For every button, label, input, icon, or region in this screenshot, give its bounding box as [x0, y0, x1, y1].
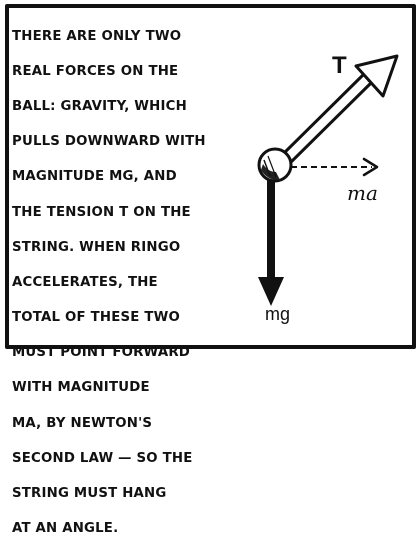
narration-line: SECOND LAW — SO THE	[12, 450, 193, 466]
narration-line: PULLS DOWNWARD WITH	[12, 134, 206, 150]
narration-line: THERE ARE ONLY TWO	[12, 28, 182, 44]
tension-label: T	[332, 52, 347, 79]
narration-line: STRING. WHEN RINGO	[12, 239, 181, 255]
narration-line: MAGNITUDE mg, AND	[12, 169, 177, 185]
narration-line: MUST POINT FORWARD	[12, 345, 190, 361]
narration-line: WITH MAGNITUDE	[12, 380, 150, 396]
narration-line: AT AN ANGLE.	[12, 521, 119, 537]
narration-line: BALL: GRAVITY, WHICH	[12, 98, 187, 114]
narration-line: TOTAL OF THESE TWO	[12, 310, 181, 326]
gravity-label: mg	[265, 304, 291, 324]
narration-line: ma, BY NEWTON'S	[12, 415, 153, 431]
narration-line: STRING MUST HANG	[12, 486, 167, 502]
narration-text: THERE ARE ONLY TWO REAL FORCES ON THE BA…	[12, 10, 247, 555]
narration-line: REAL FORCES ON THE	[12, 63, 179, 79]
narration-line: ACCELERATES, THE	[12, 274, 158, 290]
narration-line: THE TENSION T ON THE	[12, 204, 191, 220]
comic-panel	[5, 4, 416, 349]
acceleration-label: ma	[347, 181, 378, 205]
